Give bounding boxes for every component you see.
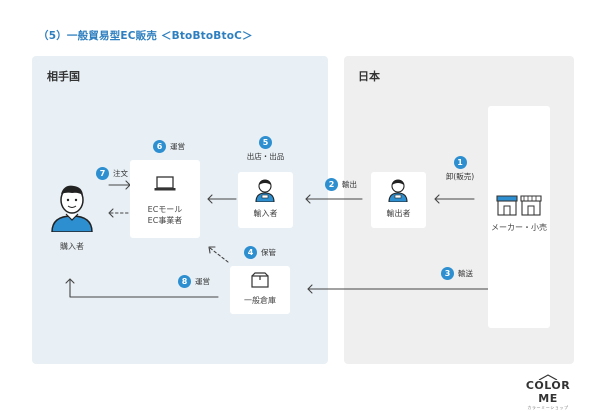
step-label: 輸出 xyxy=(342,180,357,189)
diagram-title: （5）一般貿易型EC販売 ＜BtoBtoBtoC＞ xyxy=(38,30,253,42)
step-badge: 7 xyxy=(96,167,109,180)
exporter-label: 輸出者 xyxy=(386,209,411,218)
importer-label: 輸入者 xyxy=(253,209,278,218)
staff-person-icon xyxy=(255,179,275,202)
importer-box: 輸入者 xyxy=(238,172,293,228)
house-roof-icon xyxy=(538,374,558,380)
maker-retail-label: メーカー・小売 xyxy=(491,223,547,232)
step-wholesale: 1 卸(販売) xyxy=(439,156,481,182)
region-japan-label: 日本 xyxy=(358,70,380,83)
step-order: 7 注文 xyxy=(96,167,128,180)
laptop-icon xyxy=(154,176,176,191)
ec-operator-label: EC事業者 xyxy=(147,216,183,225)
ec-mall-box: ECモール EC事業者 xyxy=(130,160,200,238)
step-operation-top: 6 運営 xyxy=(153,140,185,153)
buyer-node xyxy=(44,180,100,236)
color-me-logo: COLOR ME カラーミーショップ xyxy=(518,374,578,411)
step-badge: 5 xyxy=(259,136,272,149)
step-export: 2 輸出 xyxy=(325,178,357,191)
step-label: 卸(販売) xyxy=(445,172,475,181)
maker-retail-box: メーカー・小売 xyxy=(488,106,550,328)
buyer-label: 購入者 xyxy=(60,242,84,251)
region-partner-country-label: 相手国 xyxy=(47,70,80,83)
ec-mall-label: ECモール xyxy=(147,205,183,214)
step-operation-bottom: 8 運営 xyxy=(178,275,210,288)
exporter-box: 輸出者 xyxy=(371,172,426,228)
logo-subtext: カラーミーショップ xyxy=(527,405,569,410)
step-badge: 1 xyxy=(453,156,467,169)
step-label: 輸送 xyxy=(458,269,473,278)
arrow-operation-delivery xyxy=(69,278,219,298)
step-badge: 3 xyxy=(441,267,454,280)
warehouse-box: 一般倉庫 xyxy=(230,266,290,314)
step-badge: 6 xyxy=(153,140,166,153)
warehouse-label: 一般倉庫 xyxy=(244,296,276,305)
step-storage: 4 保管 xyxy=(244,246,276,259)
logo-wordmark: COLOR ME xyxy=(525,379,571,405)
step-transport: 3 輸送 xyxy=(441,267,473,280)
step-badge: 4 xyxy=(244,246,257,259)
step-badge: 2 xyxy=(325,178,338,191)
step-listing: 5 出店・出品 xyxy=(238,136,293,162)
step-badge: 8 xyxy=(178,275,191,288)
cardboard-box-icon xyxy=(251,272,269,288)
step-label: 保管 xyxy=(261,248,276,257)
step-label: 運営 xyxy=(170,142,185,151)
arrow-warehouse-to-ec-dashed xyxy=(209,247,229,263)
step-label: 出店・出品 xyxy=(246,152,285,161)
step-label: 運営 xyxy=(195,277,210,286)
step-label: 注文 xyxy=(113,169,128,178)
storefront-icon xyxy=(496,195,542,216)
staff-person-icon xyxy=(388,179,408,202)
person-icon xyxy=(51,185,93,233)
